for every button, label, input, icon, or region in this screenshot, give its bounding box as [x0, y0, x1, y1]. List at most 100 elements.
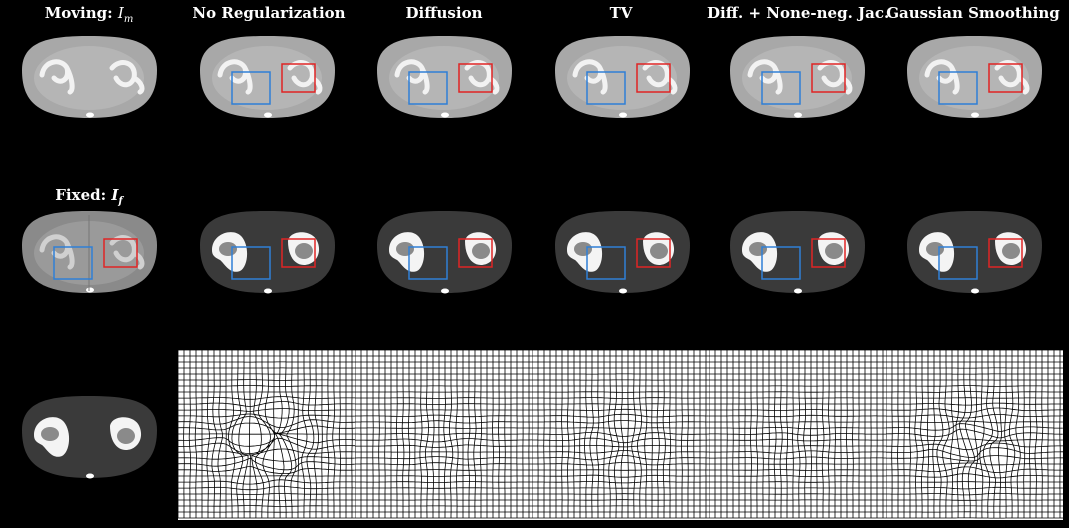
- column-title-gaussian: Gaussian Smoothing: [886, 4, 1060, 22]
- roi-box-blue: [408, 246, 448, 280]
- body-mask: [377, 211, 512, 293]
- right-femoral-head: [295, 243, 313, 259]
- roi-box-red: [458, 63, 493, 93]
- warped-ct-no-regularization: [190, 30, 345, 125]
- deformation-grid-diff-jac: [708, 350, 887, 520]
- soft-tissue: [389, 46, 499, 110]
- right-hip-bone: [464, 60, 500, 95]
- roi-box-red: [281, 63, 316, 93]
- fixed-label-subscript: f: [118, 196, 123, 207]
- left-hip-bone: [572, 59, 608, 95]
- coccyx: [441, 112, 449, 118]
- roi-box-red: [281, 238, 316, 268]
- left-hip-bone: [924, 59, 960, 95]
- coccyx: [619, 112, 627, 118]
- coccyx-mask: [971, 288, 979, 294]
- roi-box-red: [811, 63, 846, 93]
- left-femoral-head: [41, 427, 59, 441]
- left-hip-bone: [217, 59, 253, 95]
- body-mask: [22, 396, 157, 478]
- fixed-label-symbol: I: [111, 186, 119, 204]
- left-hip-bone: [39, 59, 75, 95]
- deformation-grid-no-regularization: [178, 350, 356, 520]
- coccyx-mask: [86, 473, 94, 479]
- roi-box-blue: [761, 246, 801, 280]
- seg-overlay-tv: [545, 205, 700, 300]
- coccyx-mask: [619, 288, 627, 294]
- right-femoral-head: [117, 428, 135, 444]
- body-mask: [730, 211, 865, 293]
- column-title-moving: Moving: Im: [0, 4, 178, 25]
- roi-box-red: [811, 238, 846, 268]
- column-title-symbol: I: [117, 4, 124, 22]
- column-title-tv: TV: [609, 4, 633, 22]
- fixed-ct-image: [12, 205, 167, 300]
- right-femoral-head: [1002, 243, 1020, 259]
- fixed-label-text: Fixed:: [55, 186, 112, 204]
- deformation-grid-gaussian: [885, 350, 1063, 520]
- left-femoral-head: [219, 242, 237, 256]
- deformation-grid-diffusion: [354, 350, 533, 520]
- moving-ct-image: [12, 30, 167, 125]
- right-femoral-head: [825, 243, 843, 259]
- right-hip-bone: [817, 60, 853, 95]
- right-hip-bone: [109, 235, 145, 270]
- roi-box-red: [103, 238, 138, 268]
- warped-ct-gaussian: [897, 30, 1052, 125]
- roi-box-red: [636, 63, 671, 93]
- seg-overlay-gaussian: [897, 205, 1052, 300]
- body-mask: [907, 211, 1042, 293]
- right-hip-bone: [287, 60, 323, 95]
- seg-overlay-diff-jac: [720, 205, 875, 300]
- left-femoral-head: [926, 242, 944, 256]
- grid-lines: [708, 350, 887, 519]
- warped-ct-tv: [545, 30, 700, 125]
- roi-box-blue: [231, 246, 271, 280]
- column-title-subscript: m: [123, 14, 134, 25]
- coccyx: [86, 287, 94, 293]
- soft-tissue: [919, 46, 1029, 110]
- roi-box-red: [988, 238, 1023, 268]
- coccyx: [794, 112, 802, 118]
- right-hip-bone: [994, 60, 1030, 95]
- body-mask: [200, 211, 335, 293]
- left-hip-bone: [747, 59, 783, 95]
- deformation-grid-tv: [531, 350, 710, 520]
- column-title-text: Moving:: [44, 4, 118, 22]
- left-hip-bone: [394, 59, 430, 95]
- column-title-no-regularization: No Regularization: [192, 4, 346, 22]
- grid-lines: [178, 350, 356, 519]
- right-hip-bone: [109, 60, 145, 95]
- left-femoral-head: [396, 242, 414, 256]
- coccyx: [264, 112, 272, 118]
- soft-tissue: [34, 46, 144, 110]
- coccyx-mask: [441, 288, 449, 294]
- fixed-image-label: Fixed: If: [0, 186, 178, 207]
- roi-box-red: [636, 238, 671, 268]
- seg-overlay-diffusion: [367, 205, 522, 300]
- soft-tissue: [567, 46, 677, 110]
- deformation-grid-strip: [178, 350, 1063, 520]
- warped-ct-diff-jac: [720, 30, 875, 125]
- roi-box-blue: [938, 246, 978, 280]
- roi-box-blue: [938, 71, 978, 105]
- grid-lines: [531, 350, 710, 519]
- left-femoral-head: [749, 242, 767, 256]
- right-hip-bone: [642, 60, 678, 95]
- roi-box-blue: [231, 71, 271, 105]
- right-femoral-head: [650, 243, 668, 259]
- fixed-segmentation: [12, 390, 167, 485]
- roi-box-blue: [408, 71, 448, 105]
- soft-tissue: [212, 46, 322, 110]
- left-hip-bone: [39, 234, 75, 270]
- grid-lines: [354, 350, 533, 519]
- roi-box-blue: [586, 71, 626, 105]
- coccyx-mask: [264, 288, 272, 294]
- soft-tissue: [742, 46, 852, 110]
- column-title-diff-jac: Diff. + None-neg. Jac.: [707, 4, 890, 22]
- roi-box-red: [988, 63, 1023, 93]
- roi-box-blue: [761, 71, 801, 105]
- coccyx-mask: [794, 288, 802, 294]
- warped-ct-diffusion: [367, 30, 522, 125]
- roi-box-red: [458, 238, 493, 268]
